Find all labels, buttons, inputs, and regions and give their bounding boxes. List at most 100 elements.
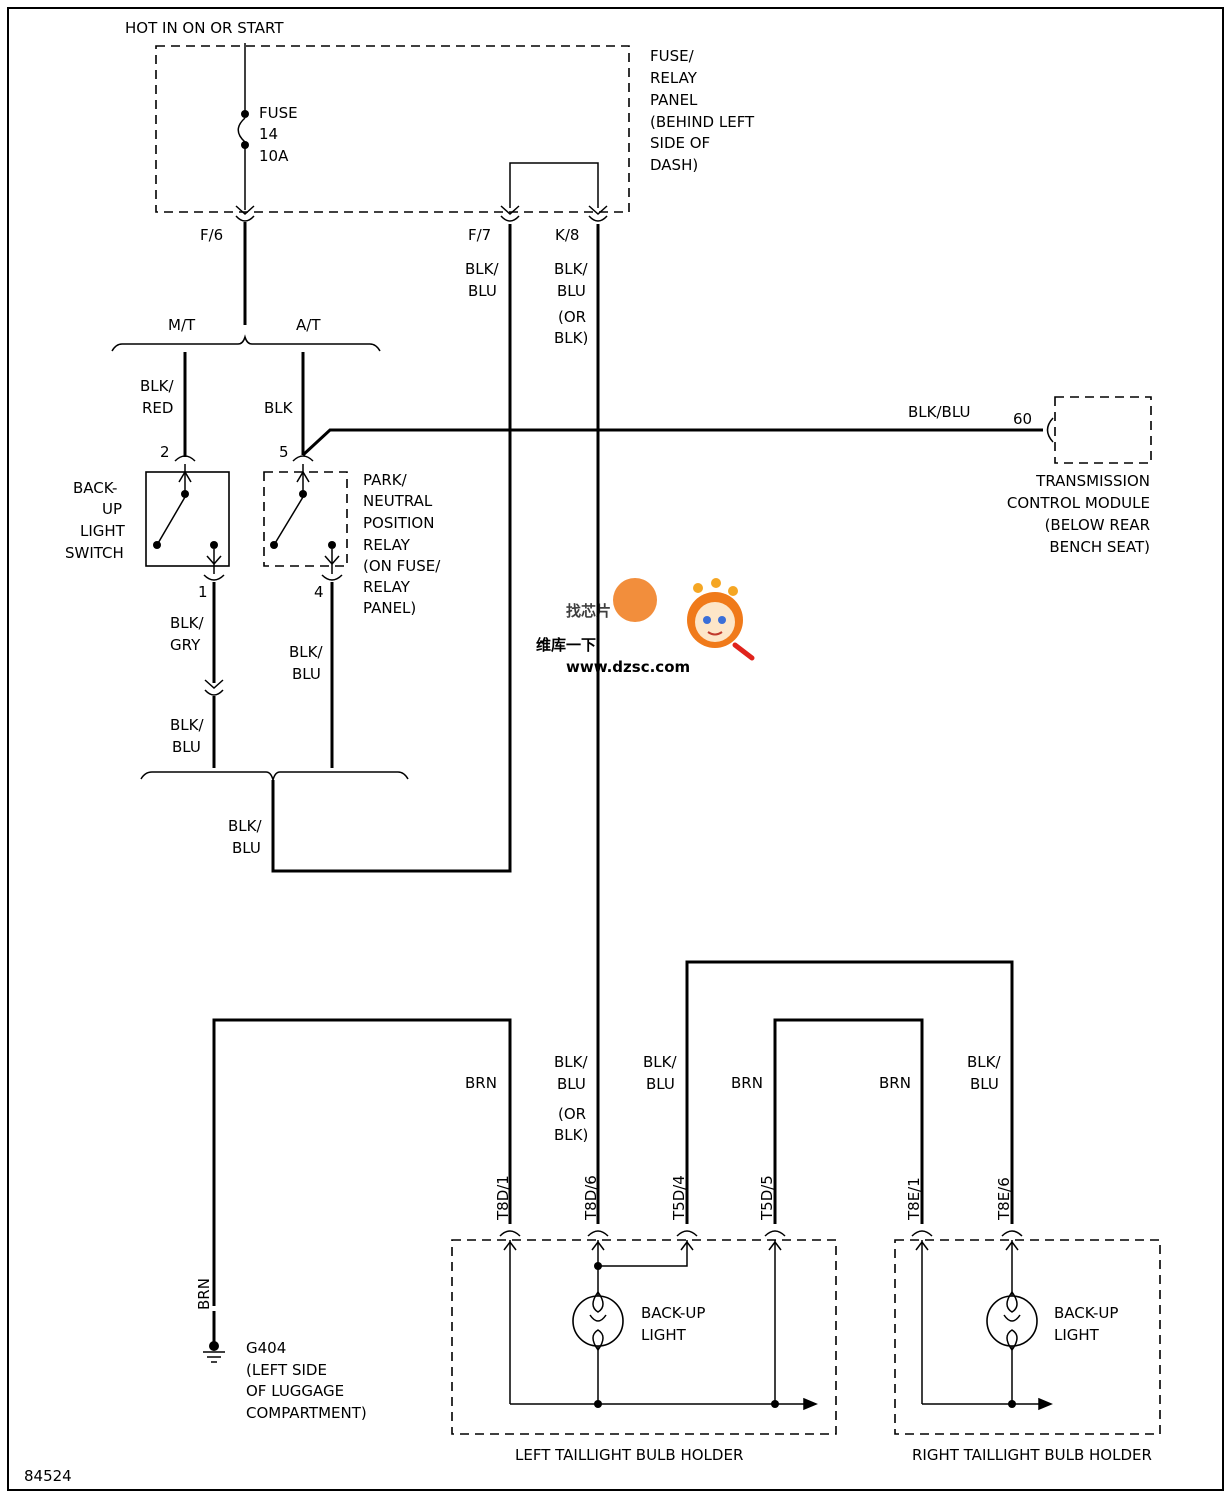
left-backup-bulb-icon bbox=[572, 1291, 624, 1351]
wire-brn-left bbox=[212, 1018, 512, 1300]
wire-f7-label-a: BLK/ bbox=[465, 260, 499, 278]
pin5-label: 5 bbox=[279, 443, 289, 461]
svg-text:10A: 10A bbox=[259, 147, 289, 165]
left-holder-box bbox=[451, 1239, 837, 1435]
wire-r-label-b: BLU bbox=[970, 1075, 999, 1093]
svg-text:SIDE OF: SIDE OF bbox=[650, 134, 710, 152]
svg-text:RELAY: RELAY bbox=[363, 578, 411, 596]
svg-text:(BEHIND LEFT: (BEHIND LEFT bbox=[650, 113, 755, 131]
inline-connector-icon bbox=[204, 679, 224, 696]
svg-text:SWITCH: SWITCH bbox=[65, 544, 124, 562]
svg-text:TRANSMISSION: TRANSMISSION bbox=[1035, 472, 1150, 490]
tcm-label: TRANSMISSION CONTROL MODULE (BELOW REAR … bbox=[1007, 472, 1150, 556]
svg-text:COMPARTMENT): COMPARTMENT) bbox=[246, 1404, 367, 1422]
wire-k8-label-c: (OR bbox=[558, 308, 586, 326]
svg-text:CONTROL MODULE: CONTROL MODULE bbox=[1007, 494, 1150, 512]
connector-t8e1-label: T8E/1 bbox=[905, 1177, 923, 1221]
left-holder-label: LEFT TAILLIGHT BULB HOLDER bbox=[515, 1446, 743, 1464]
watermark-logo: 找芯片 维库一下 www.dzsc.com bbox=[536, 578, 755, 676]
backup-switch-symbol bbox=[153, 464, 222, 574]
pin1-label: 1 bbox=[198, 583, 208, 601]
wire-pin1-label-b: GRY bbox=[170, 636, 201, 654]
wire-pin4-label-b: BLU bbox=[292, 665, 321, 683]
wire-c-label-a: BLK/ bbox=[554, 1053, 588, 1071]
wire-c-label-b: BLU bbox=[557, 1075, 586, 1093]
connector-k8-label: K/8 bbox=[555, 226, 579, 244]
supply-label: HOT IN ON OR START bbox=[125, 19, 284, 37]
svg-text:14: 14 bbox=[259, 125, 278, 143]
pnp-relay-symbol bbox=[270, 464, 340, 574]
connector-f6-label: F/6 bbox=[200, 226, 223, 244]
pin2-label: 2 bbox=[160, 443, 170, 461]
pnp-relay-box bbox=[263, 471, 348, 567]
ground-location-label: (LEFT SIDE OF LUGGAGE COMPARTMENT) bbox=[246, 1361, 367, 1422]
tcm-box bbox=[1054, 396, 1152, 464]
svg-text:OF LUGGAGE: OF LUGGAGE bbox=[246, 1382, 344, 1400]
wire-join-label-b: BLU bbox=[232, 839, 261, 857]
wire-at-label: BLK bbox=[264, 399, 294, 417]
wire-mt-label-a: BLK/ bbox=[140, 377, 174, 395]
connector-f7-icon bbox=[500, 205, 520, 222]
svg-text:FUSE: FUSE bbox=[259, 104, 298, 122]
wire-join-label-a: BLK/ bbox=[228, 817, 262, 835]
svg-text:(LEFT SIDE: (LEFT SIDE bbox=[246, 1361, 327, 1379]
svg-text:BACK-: BACK- bbox=[73, 479, 117, 497]
svg-text:RELAY: RELAY bbox=[650, 69, 698, 87]
wire-c-label-c: (OR bbox=[558, 1105, 586, 1123]
wire-pin1-lower-label-b: BLU bbox=[172, 738, 201, 756]
right-backup-bulb-icon bbox=[986, 1291, 1038, 1351]
pnp-relay-label: PARK/ NEUTRAL POSITION RELAY (ON FUSE/ R… bbox=[363, 471, 441, 617]
connector-f6-icon bbox=[235, 205, 255, 222]
left-holder-junctions bbox=[594, 1262, 779, 1408]
pin60-connector-icon bbox=[1046, 417, 1054, 443]
wire-brn-crossover bbox=[773, 1018, 924, 1224]
fuse-relay-panel-box bbox=[155, 45, 630, 213]
connector-t8d6-label: T8D/6 bbox=[582, 1175, 600, 1221]
connector-t8d1-label: T8D/1 bbox=[494, 1175, 512, 1221]
splice-bracket-top bbox=[111, 334, 381, 352]
backup-switch-label: BACK- UP LIGHT SWITCH bbox=[65, 479, 126, 562]
wire-blk-blu-crossover bbox=[685, 960, 1014, 1224]
wire-brn-r-label: BRN bbox=[879, 1074, 911, 1092]
svg-text:LIGHT: LIGHT bbox=[641, 1326, 687, 1344]
right-holder-box bbox=[894, 1239, 1161, 1435]
wire-c-label-d: BLK) bbox=[554, 1126, 588, 1144]
wire-k8-label-b: BLU bbox=[557, 282, 586, 300]
pin4-connector-icon bbox=[321, 574, 343, 581]
ground-id: G404 bbox=[246, 1339, 286, 1357]
pin1-connector-icon bbox=[203, 574, 225, 581]
svg-text:DASH): DASH) bbox=[650, 156, 698, 174]
pin2-connector-icon bbox=[174, 455, 196, 462]
right-light-label: BACK-UP LIGHT bbox=[1054, 1304, 1118, 1344]
right-holder-junction bbox=[1008, 1400, 1016, 1408]
connector-k8-icon bbox=[588, 205, 608, 222]
fuse-relay-panel-label: FUSE/ RELAY PANEL (BEHIND LEFT SIDE OF D… bbox=[650, 47, 755, 174]
wire-t5-label-b: BLU bbox=[646, 1075, 675, 1093]
connector-f7-label: F/7 bbox=[468, 226, 491, 244]
left-holder-circuit bbox=[503, 1240, 818, 1411]
internal-jumper bbox=[509, 162, 599, 208]
svg-text:(BELOW REAR: (BELOW REAR bbox=[1045, 516, 1150, 534]
wire-brn-t5-label: BRN bbox=[731, 1074, 763, 1092]
pin4-label: 4 bbox=[314, 583, 324, 601]
svg-text:BACK-UP: BACK-UP bbox=[641, 1304, 705, 1322]
connector-t8e6-label: T8E/6 bbox=[995, 1177, 1013, 1221]
svg-text:找芯片: 找芯片 bbox=[566, 602, 611, 620]
ground-icon bbox=[203, 1312, 225, 1363]
svg-text:PANEL: PANEL bbox=[650, 91, 698, 109]
svg-text:(ON FUSE/: (ON FUSE/ bbox=[363, 557, 441, 575]
wire-k8-label-a: BLK/ bbox=[554, 260, 588, 278]
connector-t5d5-label: T5D/5 bbox=[758, 1175, 776, 1221]
svg-text:维库一下: 维库一下 bbox=[536, 636, 596, 654]
svg-text:BACK-UP: BACK-UP bbox=[1054, 1304, 1118, 1322]
wire-k8-label-d: BLK) bbox=[554, 329, 588, 347]
fuse-symbol bbox=[237, 110, 249, 149]
svg-text:BENCH SEAT): BENCH SEAT) bbox=[1049, 538, 1150, 556]
figure-id: 84524 bbox=[24, 1467, 72, 1485]
svg-text:NEUTRAL: NEUTRAL bbox=[363, 492, 433, 510]
fuse-label: FUSE 14 10A bbox=[259, 104, 298, 165]
splice-bracket-bottom bbox=[140, 771, 409, 781]
wire-brn-ground-label: BRN bbox=[195, 1278, 213, 1310]
splice-mt-label: M/T bbox=[168, 316, 196, 334]
